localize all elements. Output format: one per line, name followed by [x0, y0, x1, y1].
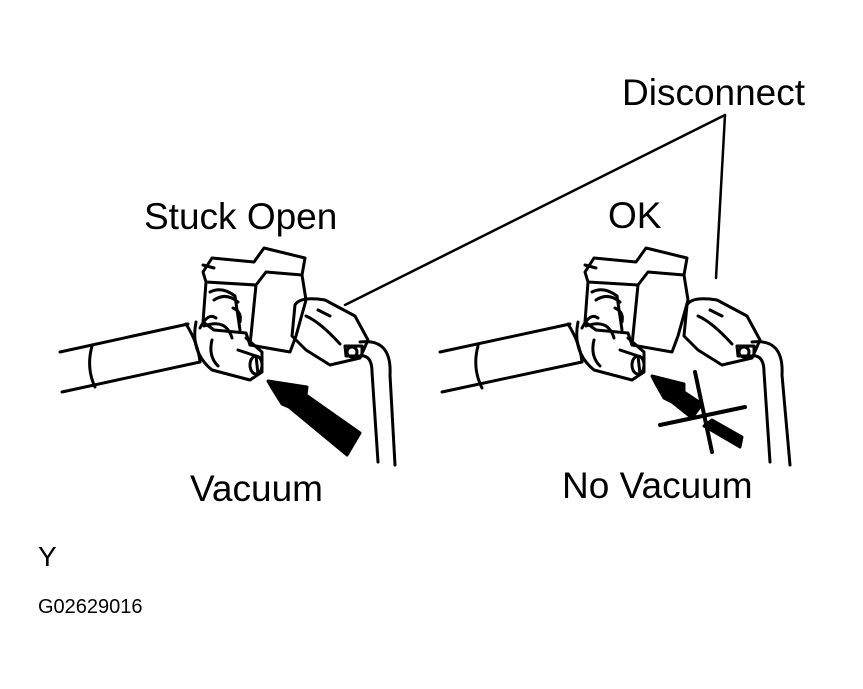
no-vacuum-arrow-crossed: [650, 370, 747, 454]
no-vacuum-label: No Vacuum: [562, 465, 753, 506]
left-valve-body: [201, 246, 308, 354]
left-hose: [58, 314, 218, 394]
right-valve-port: [575, 320, 646, 382]
corner-mark: Y: [38, 541, 57, 572]
vacuum-arrow: [266, 379, 362, 457]
disconnect-label: Disconnect: [622, 72, 806, 113]
left-valve-port: [193, 320, 264, 382]
stuck-open-label: Stuck Open: [144, 196, 338, 237]
right-valve-body: [583, 246, 690, 354]
right-connector: [682, 297, 762, 367]
vacuum-label: Vacuum: [190, 468, 323, 509]
stuck-open-valve-assembly: [58, 246, 397, 467]
disconnect-leader-lines: [343, 113, 727, 307]
left-connector: [290, 297, 370, 367]
right-wires: [750, 340, 792, 467]
figure-code: G02629016: [38, 596, 143, 618]
left-wires: [358, 340, 397, 467]
ok-label: OK: [608, 195, 662, 236]
right-hose: [438, 314, 600, 394]
ok-valve-assembly: [438, 246, 792, 467]
